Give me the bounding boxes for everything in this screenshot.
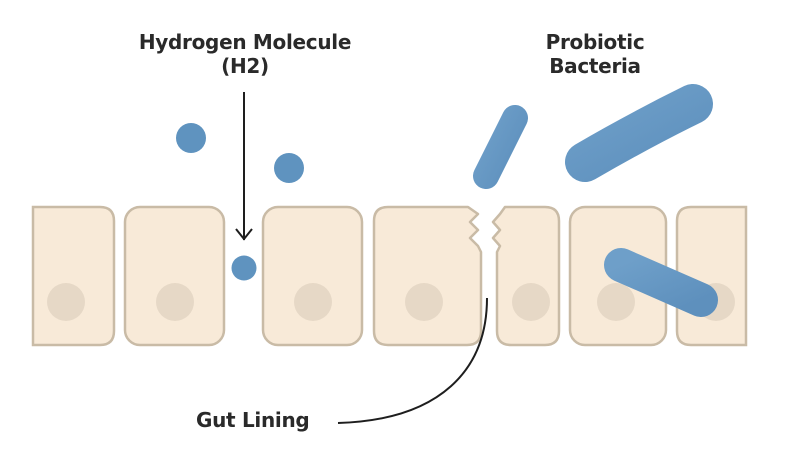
gut-lining <box>31 205 748 347</box>
bacterium <box>565 84 713 182</box>
cell-nucleus <box>294 283 332 321</box>
hydrogen-molecule <box>176 123 206 153</box>
cell-nucleus <box>405 283 443 321</box>
hydrogen-arrow <box>235 92 253 241</box>
cell-body <box>31 205 116 347</box>
cell-body <box>123 205 226 347</box>
gut-lining-leader-line <box>337 297 488 424</box>
hydrogen-molecule <box>231 255 257 281</box>
epithelial-cell <box>261 205 364 347</box>
gut-lining-label: Gut Lining <box>196 408 310 432</box>
cell-body <box>372 205 483 347</box>
cell-body <box>491 205 561 347</box>
cell-nucleus <box>156 283 194 321</box>
hydrogen-label: Hydrogen Molecule (H2) <box>110 30 380 78</box>
epithelial-cell <box>123 205 226 347</box>
bacterium <box>473 105 528 189</box>
epithelial-cell <box>31 205 116 347</box>
epithelial-cell <box>491 205 561 347</box>
hydrogen-molecule <box>274 153 304 183</box>
hydrogen-label-line1: Hydrogen Molecule <box>138 30 352 54</box>
hydrogen-label-line2: (H2) <box>221 54 269 78</box>
bacteria-label: Probiotic Bacteria <box>520 30 670 78</box>
bacteria-label-line2: Bacteria <box>549 54 641 78</box>
cell-nucleus <box>512 283 550 321</box>
probiotic-bacteria <box>473 84 718 317</box>
cell-nucleus <box>47 283 85 321</box>
epithelial-cell <box>372 205 483 347</box>
bacteria-label-line1: Probiotic <box>545 30 645 54</box>
bacterium <box>604 248 718 317</box>
cell-body <box>261 205 364 347</box>
hydrogen-molecules <box>176 123 304 281</box>
cell-nucleus <box>597 283 635 321</box>
arrow-head-icon <box>235 228 253 241</box>
